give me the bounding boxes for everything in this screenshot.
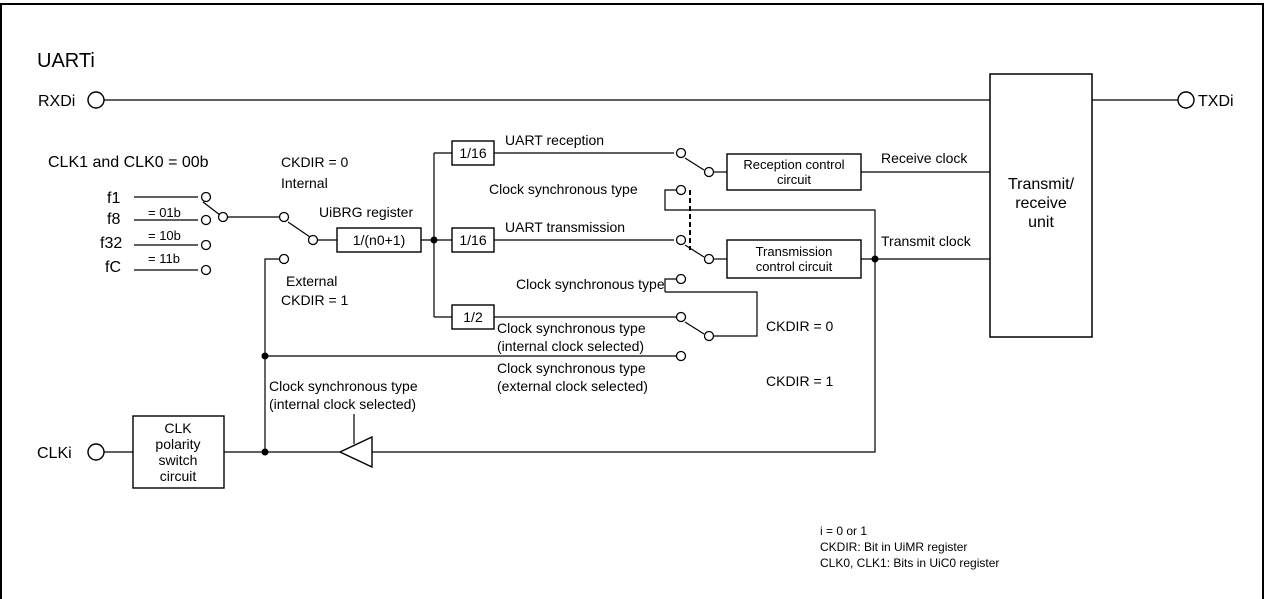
rx-divider-text: 1/16 — [459, 145, 486, 161]
clock-sync-type-label-1: Clock synchronous type — [489, 181, 638, 197]
sync-internal-label-1: Clock synchronous type — [497, 320, 646, 336]
ckdir-switch-common — [307, 234, 319, 246]
sync-feedback-line — [665, 291, 758, 337]
code-11b: = 11b — [148, 251, 180, 266]
uart-reception-label: UART reception — [505, 132, 604, 148]
transmission-control-box — [726, 239, 862, 279]
rx-sync-feed-line — [664, 189, 876, 259]
receive-clock-label: Receive clock — [881, 150, 968, 166]
ckdir-internal-label-2: Internal — [281, 175, 328, 191]
sync-switch-arm — [684, 321, 705, 335]
sync-divider-box — [451, 304, 495, 330]
transmit-clock-label: Transmit clock — [881, 233, 972, 249]
rx-switch-arm — [684, 157, 705, 171]
clk-pin-terminal — [87, 443, 105, 461]
source-f32: f32 — [100, 235, 122, 252]
rx-uart-contact — [675, 147, 687, 159]
tx-divider-box — [451, 227, 495, 253]
tx-sync-contact — [675, 273, 687, 285]
selector-arm — [202, 201, 221, 216]
code-01b: = 01b — [148, 205, 181, 220]
clk-output-buffer — [338, 435, 373, 469]
txd-pin-label: TXDi — [1198, 93, 1234, 110]
note-3: CLK0, CLK1: Bits in UiC0 register — [820, 556, 999, 570]
rxd-pin-terminal — [87, 91, 105, 109]
brg-divider-text: 1/(n0+1) — [353, 232, 406, 248]
note-1: i = 0 or 1 — [820, 524, 867, 538]
tx-switch-arm — [684, 244, 705, 258]
transmission-control-label-1: Transmission — [756, 244, 833, 259]
external-clock-line — [264, 258, 280, 452]
tx-switch-common — [703, 253, 715, 265]
trx-unit-label-1: Transmit/ — [1008, 176, 1075, 193]
clk-pin-label: CLKi — [37, 445, 72, 462]
ckdir-switch-arm — [287, 221, 311, 238]
ckdir-internal-label-1: CKDIR = 0 — [281, 154, 349, 170]
sync-external-label-2: (external clock selected) — [497, 378, 648, 394]
ckdir1-label: CKDIR = 1 — [766, 373, 834, 389]
source-f8: f8 — [107, 211, 120, 228]
sel-contact-fc — [200, 264, 212, 276]
tx-divider-text: 1/16 — [459, 232, 486, 248]
ckdir-internal-contact — [278, 211, 290, 223]
clk-polarity-label-4: circuit — [160, 468, 197, 484]
sync-switch-common — [703, 330, 715, 342]
sync-external-label-1: Clock synchronous type — [497, 360, 646, 376]
transmit-clock-feedback — [372, 259, 876, 453]
brg-divider-box — [336, 227, 422, 253]
clk-polarity-box — [132, 415, 225, 489]
rxd-pin-label: RXDi — [38, 93, 75, 110]
reception-control-label-2: circuit — [777, 172, 811, 187]
sel-contact-f32 — [200, 239, 212, 251]
clk-junction — [261, 448, 269, 456]
ckdir-external-contact — [278, 253, 290, 265]
note-2: CKDIR: Bit in UiMR register — [820, 540, 967, 554]
source-fc: fC — [105, 259, 121, 276]
rx-switch-common — [703, 166, 715, 178]
sync-internal-bottom-2: (internal clock selected) — [269, 396, 416, 412]
clk-polarity-label-1: CLK — [164, 420, 192, 436]
ckdir-external-label-1: External — [286, 273, 337, 289]
brg-register-label: UiBRG register — [319, 204, 413, 220]
rx-sync-contact — [675, 184, 687, 196]
uart-transmission-label: UART transmission — [505, 219, 625, 235]
outer-frame — [0, 3, 1264, 599]
sel-contact-f1 — [200, 191, 212, 203]
code-10b: = 10b — [148, 228, 181, 243]
sync-external-contact — [675, 350, 687, 362]
sync-internal-bottom-1: Clock synchronous type — [269, 378, 418, 394]
transmission-control-label-2: control circuit — [756, 259, 833, 274]
ckdir0-label: CKDIR = 0 — [766, 318, 834, 334]
tx-uart-contact — [675, 234, 687, 246]
selector-common — [217, 211, 229, 223]
clk-polarity-label-3: switch — [159, 452, 198, 468]
diagram-title: UARTi — [37, 50, 95, 72]
reception-control-label-1: Reception control — [743, 157, 844, 172]
rx-divider-box — [451, 140, 495, 166]
sync-divider-text: 1/2 — [463, 309, 483, 325]
transmit-receive-unit-box — [989, 73, 1093, 338]
txd-pin-terminal — [1177, 91, 1195, 109]
sync-internal-contact — [675, 311, 687, 323]
trx-unit-label-3: unit — [1028, 214, 1054, 231]
source-f1: f1 — [107, 190, 120, 207]
sel-contact-f8 — [200, 214, 212, 226]
clock-select-header: CLK1 and CLK0 = 00b — [48, 154, 209, 171]
sync-internal-label-2: (internal clock selected) — [497, 338, 644, 354]
ckdir-external-label-2: CKDIR = 1 — [281, 292, 349, 308]
clock-sync-type-label-2: Clock synchronous type — [516, 276, 665, 292]
external-bus-junction — [261, 352, 269, 360]
clk-polarity-label-2: polarity — [155, 436, 200, 452]
trx-unit-label-2: receive — [1015, 195, 1067, 212]
